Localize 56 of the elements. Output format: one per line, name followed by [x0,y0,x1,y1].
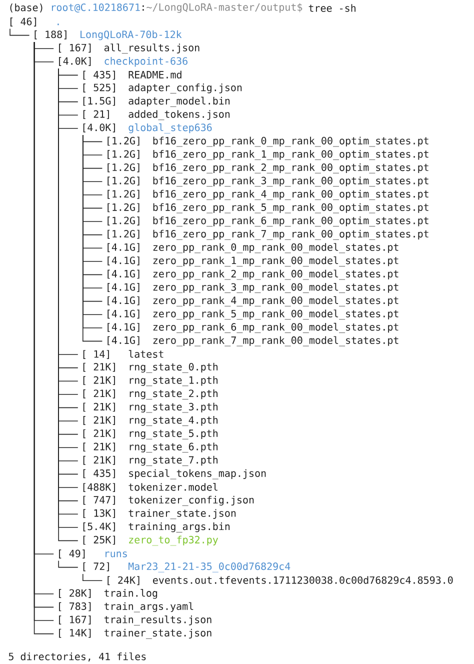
directory-entry: [ 72] Mar23_21-21-35_0c00d76829c4 [83,562,290,572]
tree-branch-line [10,28,30,36]
file-entry: [4.1G] zero_pp_rank_7_mp_rank_00_model_states.pt [108,336,398,346]
file-entry: [ 21K] rng_state_3.pth [83,402,218,413]
file-entry: [5.4K] training_args.bin [83,522,230,532]
file-entry: [4.1G] zero_pp_rank_5_mp_rank_00_model_states.pt [108,310,398,320]
file-entry: [1.2G] bf16_zero_pp_rank_3_mp_rank_00_optim_states.pt [108,176,428,187]
directory-entry: [ 188] LongQLoRA-70b-12k [34,30,182,40]
file-entry: [ 13K] trainer_state.json [83,509,236,520]
prompt-host: root@C.10218671 [52,4,140,12]
summary-text: 5 directories, 41 files [8,652,146,662]
file-entry: [1.2G] bf16_zero_pp_rank_4_mp_rank_00_optim_states.pt [108,190,428,200]
tree-branch-line [82,574,103,581]
file-entry: [ 167] train_results.json [59,616,212,626]
file-entry: [4.1G] zero_pp_rank_3_mp_rank_00_model_states.pt [108,283,398,293]
file-entry: [ 435] special_tokens_map.json [83,469,266,480]
directory-entry: [4.0K] global_step636 [83,123,212,134]
directory-entry: [ 49] runs [59,550,127,558]
directory-entry: [4.0K] checkpoint-636 [59,57,188,67]
file-entry: [1.2G] bf16_zero_pp_rank_5_mp_rank_00_optim_states.pt [108,203,428,214]
file-entry: [4.1G] zero_pp_rank_4_mp_rank_00_model_states.pt [108,296,398,306]
file-entry: [488K] tokenizer.model [83,483,218,492]
file-entry: [4.1G] zero_pp_rank_1_mp_rank_00_model_states.pt [108,256,398,266]
file-entry: [1.2G] bf16_zero_pp_rank_0_mp_rank_00_optim_states.pt [108,136,428,147]
file-entry: [4.1G] zero_pp_rank_2_mp_rank_00_model_states.pt [108,270,398,280]
file-entry: [ 21K] rng_state_7.pth [83,456,218,466]
file-entry: [ 21K] rng_state_5.pth [83,429,218,440]
file-entry: [4.1G] zero_pp_rank_6_mp_rank_00_model_states.pt [108,322,398,333]
file-entry: [ 21K] rng_state_0.pth [83,362,218,373]
file-entry: [ 28K] train.log [59,589,158,599]
file-entry: [ 783] train_args.yaml [59,602,194,612]
tree-branch-line [58,560,78,568]
file-entry: [ 525] adapter_config.json [83,84,242,94]
prompt-path: ~/LongQLoRA-master/output$ [146,3,302,13]
file-entry: [1.2G] bf16_zero_pp_rank_6_mp_rank_00_optim_states.pt [108,216,428,226]
directory-entry: [ 46] . [10,18,59,26]
file-entry: [ 435] README.md [83,70,182,80]
file-entry: [1.5G] adapter_model.bin [83,96,230,107]
file-entry: [ 167] all_results.json [59,44,200,54]
file-entry: [ 21K] rng_state_6.pth [83,442,218,453]
file-entry: [ 24K] events.out.tfevents.1711230038.0c00d76829c4.8593.0 [108,576,453,586]
prompt-text: (base) [10,4,42,12]
file-entry: [ 14] latest [83,350,164,359]
prompt-text: : [142,5,144,11]
file-entry: [1.2G] bf16_zero_pp_rank_2_mp_rank_00_optim_states.pt [108,163,428,174]
file-entry: [ 21K] rng_state_4.pth [83,416,218,426]
file-entry: [1.2G] bf16_zero_pp_rank_7_mp_rank_00_optim_states.pt [108,230,428,240]
command-text: tree -sh [308,4,356,12]
file-entry: [ 21K] rng_state_1.pth [83,376,218,386]
file-entry: [ 25K] zero_to_fp32.py [83,536,218,546]
file-entry: [4.1G] zero_pp_rank_0_mp_rank_00_model_states.pt [108,243,398,254]
file-entry: [1.2G] bf16_zero_pp_rank_1_mp_rank_00_optim_states.pt [108,150,428,160]
file-entry: [ 14K] trainer_state.json [59,628,212,639]
file-entry: [ 21K] rng_state_2.pth [83,389,218,400]
file-entry: [ 21] added_tokens.json [83,110,230,120]
file-entry: [ 747] tokenizer_config.json [83,496,254,506]
